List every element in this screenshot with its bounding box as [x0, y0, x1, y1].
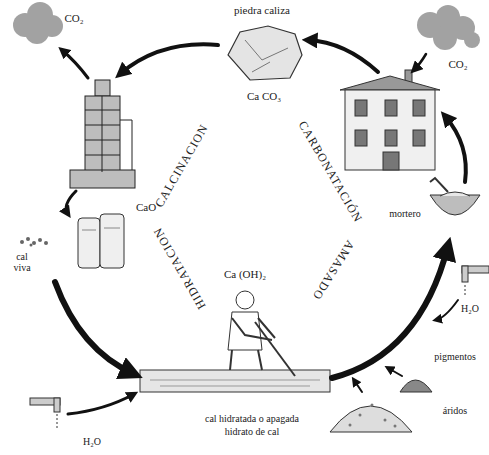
water-tap: [54, 398, 60, 412]
lime-bags: [44, 241, 48, 245]
material-label: mortero: [389, 208, 421, 219]
worker-trough: [150, 380, 320, 386]
stage-name: AMASADO: [309, 238, 356, 302]
building: [413, 100, 425, 116]
cycle-arrow: [120, 44, 218, 74]
stage-name: CALCINACION: [153, 122, 211, 210]
limestone-rock: [245, 40, 288, 72]
mortar-bowl: [430, 195, 480, 215]
aggregate-pile: [349, 404, 397, 428]
input-arrow: [436, 300, 458, 320]
aggregate-pile: [371, 404, 374, 407]
chemical-formula: Ca (OH)₂: [224, 268, 266, 280]
kiln-furnace: [70, 170, 135, 188]
water-tap: [30, 398, 60, 430]
cycle-arrow: [332, 246, 448, 378]
chemical-formula: H₂O: [461, 303, 479, 314]
mortar-bowl: [440, 192, 470, 196]
lime-bags: [100, 214, 124, 268]
water-tap: [462, 266, 489, 296]
material-label: pigmentos: [434, 351, 476, 362]
material-label: hidrato de cal: [225, 426, 279, 437]
building: [383, 152, 399, 170]
lime-bags: [26, 237, 30, 241]
lime-bags: [20, 240, 24, 244]
building: [355, 100, 367, 116]
lime-bags: [30, 244, 33, 247]
aggregate-pile: [384, 419, 387, 422]
material-label: cal hidratada o apagada: [205, 413, 299, 424]
smoke-cloud: [464, 32, 480, 48]
lime-bags: [38, 238, 42, 242]
aggregate-pile: [349, 424, 352, 427]
water-tap: [57, 414, 58, 430]
worker-trough: [230, 350, 262, 370]
mortar-bowl: [430, 178, 480, 215]
worker-trough: [232, 318, 275, 340]
cycle-arrow: [308, 40, 378, 72]
chemical-formula: Ca CO₃: [247, 90, 281, 102]
building: [355, 100, 425, 170]
lime-bags: [82, 228, 120, 230]
smoke-cloud: [13, 2, 63, 44]
building: [355, 130, 367, 146]
worker-trough: [255, 322, 295, 376]
material-label: piedra caliza: [234, 4, 290, 16]
water-tap: [465, 285, 466, 296]
input-arrow: [354, 380, 362, 392]
pigment-pile: [400, 380, 432, 392]
material-label: cal viva: [8, 251, 36, 273]
smoke-cloud: [417, 5, 480, 50]
lime-bags: [78, 218, 100, 268]
building: [413, 130, 425, 146]
kiln-furnace: [95, 80, 110, 96]
cycle-arrow: [55, 282, 134, 374]
limestone-rock: [228, 26, 302, 80]
gas-formula: CO₂: [64, 12, 83, 24]
lime-bags: [32, 241, 36, 245]
building: [340, 76, 440, 90]
worker-trough: [228, 312, 262, 350]
input-arrow: [388, 368, 402, 376]
chemical-formula: CaO: [136, 201, 156, 213]
input-arrow: [68, 394, 134, 414]
smoke-cloud: [433, 26, 457, 50]
building: [340, 70, 440, 170]
aggregate-pile: [394, 425, 397, 428]
pigment-pile: [400, 380, 432, 392]
gas-arrow: [62, 50, 88, 78]
cycle-arrow: [66, 191, 76, 214]
worker-trough: [140, 291, 330, 392]
limestone-rock: [228, 26, 302, 80]
mortar-bowl: [430, 178, 448, 192]
aggregate-pile: [359, 414, 362, 417]
building: [385, 130, 397, 146]
gas-arrow: [414, 54, 426, 70]
kiln-furnace: [70, 80, 135, 188]
kiln-furnace: [85, 96, 132, 172]
building: [385, 100, 397, 116]
lime-bags: [20, 214, 124, 268]
cycle-arrow: [445, 116, 466, 182]
water-tap: [462, 266, 468, 282]
aggregate-pile: [330, 406, 412, 432]
material-label: áridos: [443, 405, 467, 416]
worker-trough: [140, 370, 330, 392]
aggregate-pile: [330, 404, 412, 433]
gas-formula: CO₂: [448, 58, 467, 70]
cycle-arrows: [55, 40, 466, 414]
stage-name: HIDRATACION: [151, 225, 208, 311]
chemical-formula: H₂O: [83, 436, 101, 447]
building: [345, 90, 435, 170]
worker-trough: [236, 291, 254, 309]
lime-bags: [20, 237, 48, 247]
smoke-cloud: [25, 20, 49, 44]
